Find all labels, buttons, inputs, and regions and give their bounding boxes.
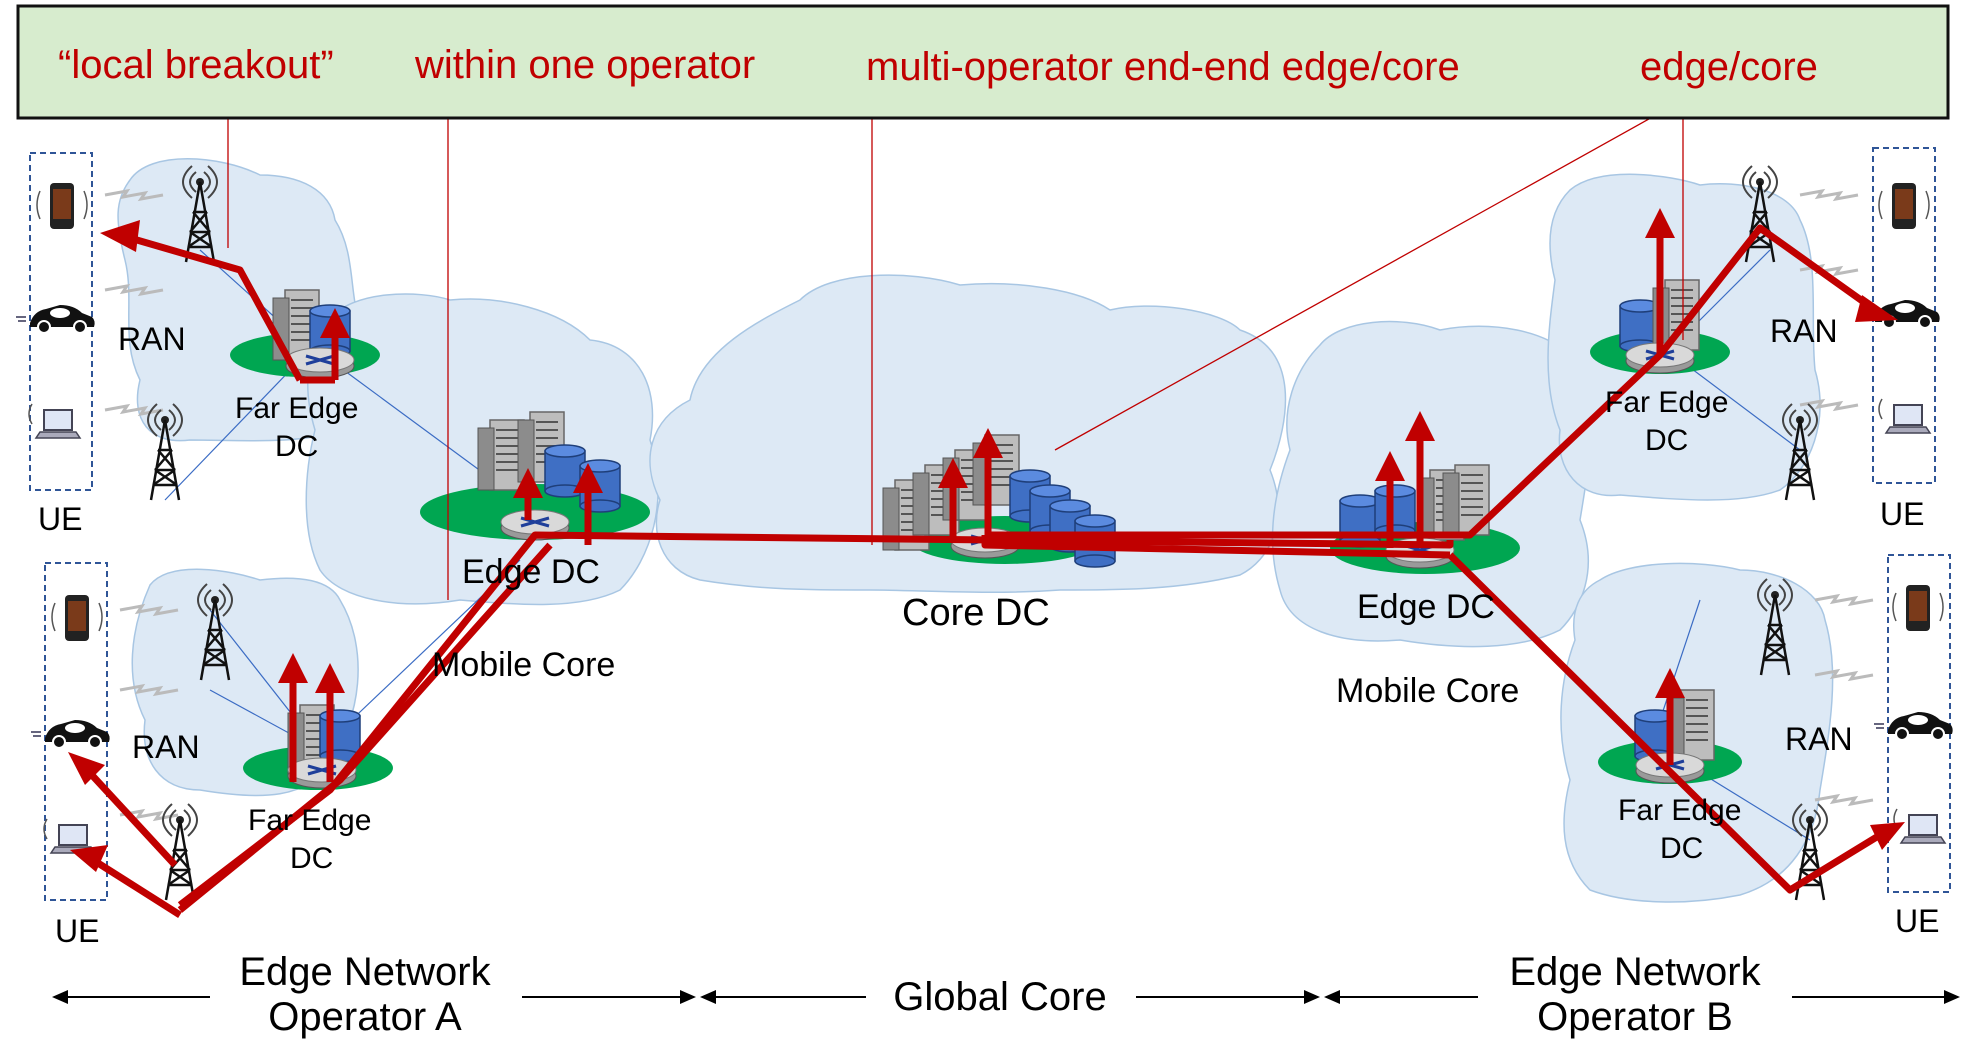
core-dc-label: Core DC	[902, 592, 1050, 634]
ran-label: RAN	[1770, 313, 1838, 349]
ue-box-right-top	[1872, 147, 1936, 484]
upward-arrows	[278, 208, 1685, 782]
edge-dc-label: Edge DC	[1357, 588, 1495, 626]
laptop-icon	[1878, 398, 1931, 434]
ran-label: RAN	[132, 729, 200, 765]
ran-label: RAN	[1785, 721, 1853, 757]
far-edge-label: Far Edge	[1618, 794, 1741, 827]
laptop-icon	[28, 403, 81, 439]
banner-within-operator: within one operator	[414, 43, 755, 87]
far-edge-dc-label: DC	[275, 430, 318, 463]
mobile-core-label: Mobile Core	[1336, 672, 1519, 710]
car-icon	[1873, 711, 1954, 741]
banner-local-breakout: “local breakout”	[58, 43, 334, 87]
ue-label: UE	[38, 501, 82, 537]
scope-arrows	[52, 990, 1960, 1004]
far-edge-label: Far Edge	[248, 804, 371, 837]
car-icon	[30, 719, 111, 749]
far-edge-label: Far Edge	[235, 392, 358, 425]
far-edge-dc-label: DC	[1660, 832, 1703, 865]
cloud-global-core	[649, 274, 1287, 593]
ue-label: UE	[1880, 496, 1924, 532]
edge-dc-a	[420, 411, 650, 542]
ue-label: UE	[55, 913, 99, 949]
car-icon	[15, 304, 96, 334]
far-edge-dc-label: DC	[290, 842, 333, 875]
ue-box-left-bottom	[44, 562, 108, 901]
operator-a-line2: Operator A	[268, 995, 462, 1039]
ran-label: RAN	[118, 321, 186, 357]
route-arrowheads	[68, 220, 1905, 872]
phone-icon	[1892, 584, 1944, 632]
callout-lines	[227, 99, 1684, 600]
far-edge-label: Far Edge	[1605, 386, 1728, 419]
banner-multi-operator: multi-operator end-end edge/core	[866, 45, 1460, 89]
cell-tower-icon	[161, 802, 199, 902]
edge-dc-label: Edge DC	[462, 553, 600, 591]
far-edge-dc-a-top	[230, 289, 380, 380]
banner	[16, 4, 1950, 120]
operator-a-line1: Edge Network	[239, 950, 491, 994]
far-edge-dc-label: DC	[1645, 424, 1688, 457]
phone-icon	[36, 182, 88, 230]
operator-b-line2: Operator B	[1537, 995, 1733, 1039]
phone-icon	[1878, 182, 1930, 230]
operator-b-line1: Edge Network	[1509, 950, 1761, 994]
ue-box-right-bottom	[1887, 554, 1951, 893]
global-core-label: Global Core	[893, 975, 1106, 1019]
ue-label: UE	[1895, 903, 1939, 939]
mobile-core-label: Mobile Core	[432, 646, 615, 684]
traffic-routes	[87, 224, 1882, 918]
phone-icon	[51, 594, 103, 642]
banner-edge-core: edge/core	[1640, 45, 1818, 89]
